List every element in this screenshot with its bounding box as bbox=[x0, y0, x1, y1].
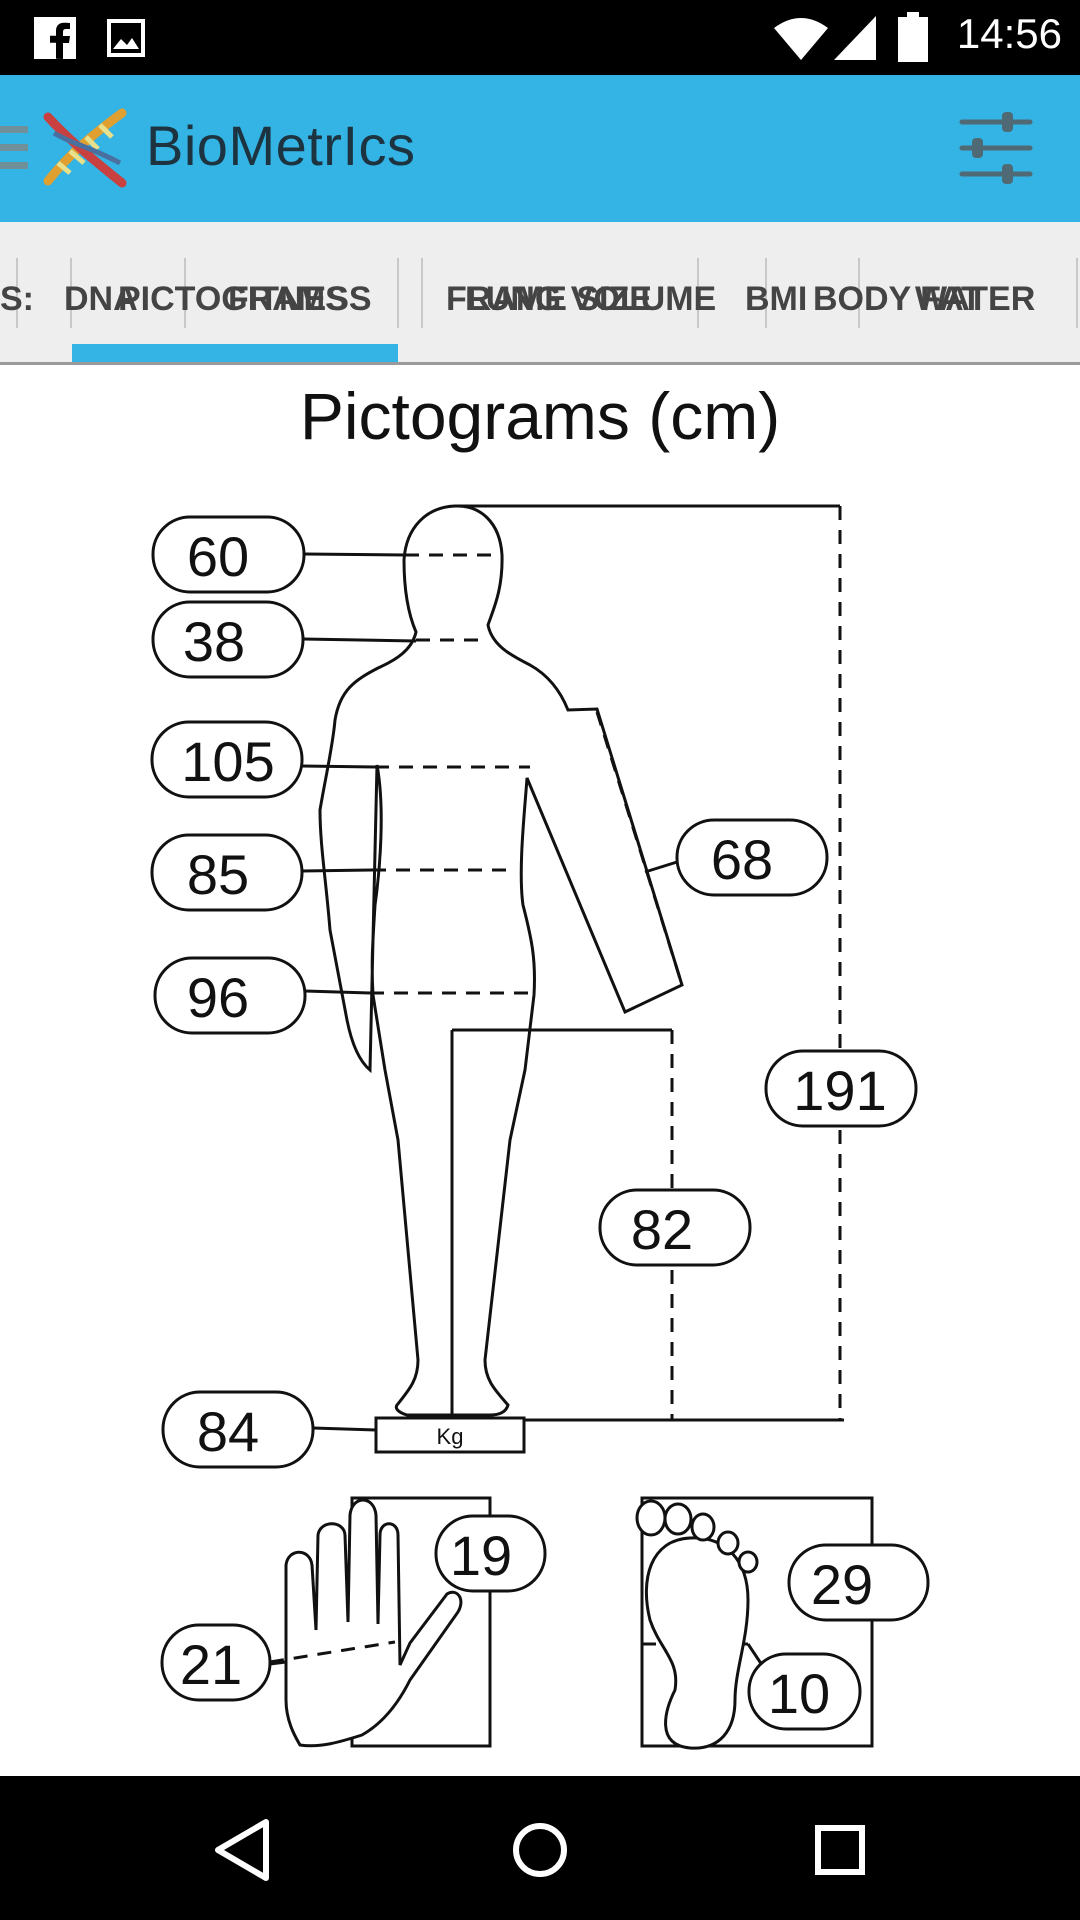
battery-icon bbox=[898, 12, 928, 62]
recents-icon[interactable] bbox=[790, 1800, 890, 1900]
tab-fitness[interactable]: FITNESS bbox=[228, 280, 372, 318]
waist-value: 85 bbox=[187, 843, 249, 906]
gallery-icon bbox=[107, 19, 145, 57]
wifi-icon bbox=[774, 18, 828, 60]
head-pill bbox=[151, 515, 306, 594]
signal-icon bbox=[834, 16, 876, 60]
arm-pill bbox=[675, 818, 829, 897]
tab-body-fat[interactable]: BODY FAT bbox=[813, 280, 982, 318]
neck-pill bbox=[151, 600, 305, 679]
tab-dna[interactable]: DNA bbox=[64, 280, 138, 318]
chest-value: 105 bbox=[181, 730, 274, 793]
home-icon[interactable] bbox=[490, 1800, 590, 1900]
dna-logo bbox=[43, 108, 127, 188]
weight-pill bbox=[161, 1390, 315, 1469]
tab-water[interactable]: WATER bbox=[915, 280, 1036, 318]
tab-divider bbox=[184, 258, 186, 328]
tab-divider bbox=[421, 258, 423, 328]
leg-value: 82 bbox=[631, 1198, 693, 1261]
height-pill bbox=[764, 1049, 918, 1128]
height-value: 191 bbox=[793, 1059, 886, 1122]
app-title: BioMetrIcs bbox=[146, 114, 416, 177]
hips-value: 96 bbox=[187, 966, 249, 1029]
foot-outline bbox=[644, 1536, 750, 1750]
tab-strip: S: DNA PICTOGRAMS FITNESS FRAME SIZE LUN… bbox=[0, 222, 1080, 365]
tab-divider bbox=[397, 258, 399, 328]
waist-pill bbox=[150, 833, 304, 912]
page-title: Pictograms (cm) bbox=[299, 379, 781, 453]
foot-width-pill bbox=[747, 1652, 862, 1731]
tab-divider bbox=[858, 258, 860, 328]
hand-length-pill bbox=[434, 1514, 547, 1593]
neck-value: 38 bbox=[183, 610, 245, 673]
head-value: 60 bbox=[187, 525, 249, 588]
status-bar: 14:56 bbox=[0, 0, 1080, 75]
foot-length-pill bbox=[787, 1543, 930, 1622]
nav-bar bbox=[0, 1776, 1080, 1920]
tab-frame-size[interactable]: FRAME SIZE bbox=[446, 280, 652, 318]
weight-value: 84 bbox=[197, 1400, 259, 1463]
tab-divider bbox=[765, 258, 767, 328]
tab-bmi[interactable]: BMI bbox=[745, 280, 808, 318]
facebook-icon bbox=[34, 17, 76, 59]
foot-length-value: 29 bbox=[811, 1553, 873, 1616]
menu-icon[interactable] bbox=[0, 126, 30, 170]
tab-baseline bbox=[0, 362, 1080, 365]
hand-width-value: 21 bbox=[180, 1633, 242, 1696]
hand-width-pill bbox=[160, 1623, 272, 1702]
scale-box bbox=[374, 1416, 526, 1454]
sliders-icon[interactable] bbox=[958, 110, 1034, 186]
app-bar: BioMetrIcs bbox=[0, 75, 1080, 222]
hand-length-value: 19 bbox=[450, 1524, 512, 1587]
hand-outline bbox=[284, 1498, 463, 1748]
tab-divider bbox=[1076, 258, 1078, 328]
arm-value: 68 bbox=[711, 828, 773, 891]
tab-indicator bbox=[72, 344, 398, 365]
tab-lung-volume[interactable]: LUNG VOLUME bbox=[465, 280, 717, 318]
body-outline bbox=[318, 504, 684, 1417]
chest-pill bbox=[150, 720, 304, 799]
tab-divider bbox=[16, 258, 18, 328]
tab-pictograms[interactable]: PICTOGRAMS bbox=[118, 280, 348, 318]
weight-unit: Kg bbox=[437, 1424, 464, 1449]
tab-divider bbox=[697, 258, 699, 328]
body-pictogram: 60 38 105 85 96 68 191 82 84 19 21 29 10… bbox=[150, 504, 930, 1750]
hips-pill bbox=[153, 956, 307, 1035]
back-icon[interactable] bbox=[190, 1800, 290, 1900]
tab-divider bbox=[70, 258, 72, 328]
tab-prev[interactable]: S: bbox=[0, 280, 34, 318]
foot-width-value: 10 bbox=[768, 1662, 830, 1725]
status-time: 14:56 bbox=[956, 10, 1062, 57]
leg-pill bbox=[598, 1188, 752, 1267]
